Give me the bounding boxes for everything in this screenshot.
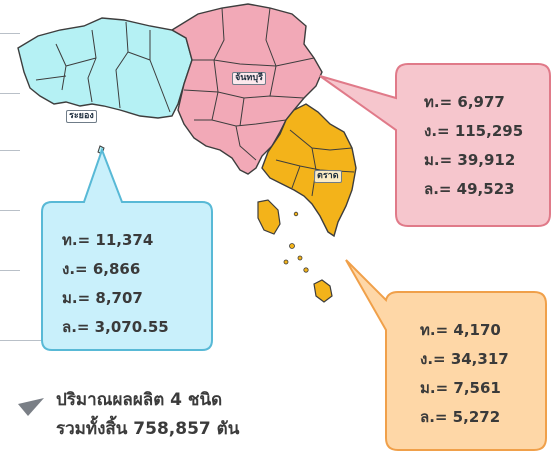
rayong-province bbox=[17, 17, 193, 119]
trat-province bbox=[261, 103, 357, 238]
chanthaburi-line-1: ท.= 6,977 bbox=[424, 93, 505, 111]
slide-rule bbox=[0, 33, 20, 34]
trat-line-4: ล.= 5,272 bbox=[420, 408, 501, 426]
trat-map-label: ตราด bbox=[314, 170, 342, 183]
slide-rule bbox=[0, 340, 42, 341]
slide-rule bbox=[0, 270, 20, 271]
rayong-callout-text: ท.= 11,374 ง.= 6,866 ม.= 8,707 ล.= 3,070… bbox=[62, 226, 169, 342]
production-summary: ปริมาณผลผลิต 4 ชนิด รวมทั้งสิ้น 758,857 … bbox=[56, 386, 239, 444]
slide-rule bbox=[0, 150, 20, 151]
chanthaburi-line-3: ม.= 39,912 bbox=[424, 151, 516, 169]
trat-callout-text: ท.= 4,170 ง.= 34,317 ม.= 7,561 ล.= 5,272 bbox=[420, 316, 509, 432]
trat-line-1: ท.= 4,170 bbox=[420, 321, 501, 339]
trat-callout-shape bbox=[345, 259, 547, 451]
rayong-longan-amount: ล.= 3,070.55 bbox=[62, 318, 169, 336]
chanthaburi-callout-shape bbox=[319, 63, 551, 227]
koh-chang-island bbox=[257, 199, 281, 235]
summary-line-2: รวมทั้งสิ้น 758,857 ตัน bbox=[56, 419, 240, 439]
summary-line-1: ปริมาณผลผลิต 4 ชนิด bbox=[56, 390, 223, 410]
chanthaburi-map-label: จันทบุรี bbox=[232, 72, 266, 85]
bullet-arrow-icon bbox=[18, 398, 44, 416]
slide-rule bbox=[0, 210, 20, 211]
rayong-mangosteen-amount: ม.= 8,707 bbox=[62, 289, 143, 307]
slide-rule bbox=[0, 93, 20, 94]
chanthaburi-callout-text: ท.= 6,977 ง.= 115,295 ม.= 39,912 ล.= 49,… bbox=[424, 88, 523, 204]
trat-line-3: ม.= 7,561 bbox=[420, 379, 501, 397]
rayong-districts bbox=[35, 21, 171, 113]
rayong-gold-amount: ท.= 11,374 bbox=[62, 231, 154, 249]
small-islands bbox=[283, 211, 309, 273]
koh-kut-island bbox=[313, 279, 333, 303]
rayong-map-label: ระยอง bbox=[66, 110, 97, 123]
chanthaburi-line-4: ล.= 49,523 bbox=[424, 180, 515, 198]
chanthaburi-districts bbox=[183, 7, 315, 161]
rayong-callout-shape bbox=[41, 147, 213, 351]
trat-line-2: ง.= 34,317 bbox=[420, 350, 509, 368]
rayong-tin-amount: ง.= 6,866 bbox=[62, 260, 141, 278]
chanthaburi-line-2: ง.= 115,295 bbox=[424, 122, 524, 140]
